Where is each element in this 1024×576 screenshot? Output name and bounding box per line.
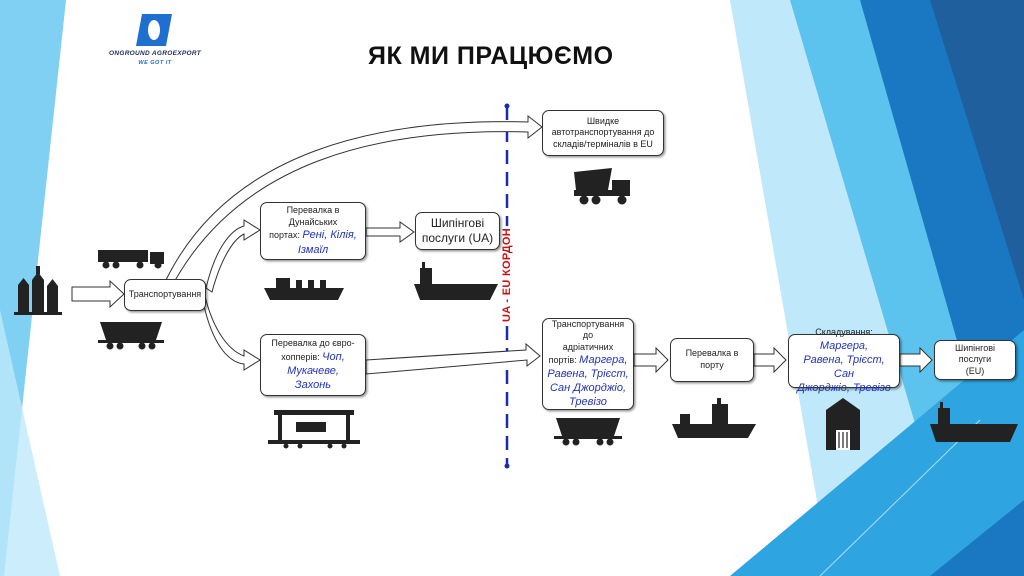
arrow-to-danube — [205, 219, 261, 293]
arrow-storage-to-shipping-eu — [899, 346, 933, 374]
box-port-line2: порту — [700, 360, 724, 370]
border-bottom-dot — [504, 463, 510, 469]
border-label-text: UA - EU КОРДОН — [501, 225, 513, 325]
box-shipping-ua-line1: Шипінгові — [430, 215, 485, 230]
flow-arrows — [71, 114, 933, 375]
box-euro-city-3: Захонь — [294, 378, 332, 391]
box-shipping-ua-line2: послуги (UA) — [421, 231, 494, 245]
box-danube-line1: Перевалка в — [286, 205, 340, 216]
box-storage: Складування: Маргера, Равена, Трієст, Са… — [788, 327, 900, 394]
cargo-ship-ua-icon — [414, 262, 498, 300]
box-danube-line2: Дунайських — [288, 216, 338, 227]
company-logo: ONGROUND AGROEXPORT WE GOT IT — [100, 8, 210, 66]
right-decoration — [730, 0, 1024, 576]
box-port-line1: Перевалка в — [685, 348, 739, 359]
box-shipping-ua: Шипінгові послуги (UA) — [415, 212, 500, 250]
box-storage-prefix: Складування: — [815, 327, 873, 338]
box-fast-truck-line1: Швидке — [586, 115, 620, 126]
arrow-adriatic-to-port — [633, 346, 669, 374]
arrow-danube-to-shipping-ua — [365, 221, 415, 243]
box-euro-city-2: Мукачеве, — [287, 364, 339, 377]
company-tagline: WE GOT IT — [138, 60, 172, 66]
border-top-dot — [504, 103, 510, 109]
arrow-to-euro-hoppers — [203, 298, 261, 371]
cargo-ship-eu-icon — [930, 402, 1018, 442]
box-transport: Транспортування — [124, 279, 206, 311]
box-port-transshipment: Перевалка в порту — [670, 338, 754, 382]
box-danube-line3-prefix: портах: — [269, 230, 303, 241]
box-adriatic-line1: Транспортування до — [551, 318, 625, 341]
box-euro-city-1: Чоп, — [322, 350, 345, 363]
box-adriatic-port-3: Сан Джорджіо, — [549, 382, 627, 395]
box-euro-hoppers: Перевалка до євро- хопперів: Чоп, Мукаче… — [260, 334, 366, 396]
box-fast-truck-transport: Швидке автотранспортування до складів/те… — [542, 110, 664, 156]
grain-truck-icon — [98, 250, 164, 269]
box-adriatic-port-4: Тревізо — [569, 396, 607, 409]
box-fast-truck-line2: автотранспортування до — [551, 127, 655, 138]
box-adriatic-port-2: Равена, Трієст, — [547, 368, 629, 381]
arrow-port-to-storage — [753, 346, 787, 374]
box-storage-port-2: Равена, Трієст, Сан — [803, 353, 885, 380]
arrow-silo-to-transport — [71, 279, 125, 309]
box-adriatic-port-1: Маргера, — [579, 354, 628, 367]
river-vessel-icon — [264, 278, 344, 300]
box-danube-transshipment: Перевалка в Дунайських портах: Рені, Кіл… — [260, 202, 366, 260]
box-storage-port-1: Маргера, — [819, 339, 869, 352]
arrow-euro-to-adriatic — [365, 342, 541, 375]
dump-truck-icon — [574, 168, 630, 205]
box-shipping-eu-line2: (EU) — [965, 365, 985, 376]
grain-silo-icon — [14, 266, 62, 315]
box-danube-ports-2: Ізмаїл — [297, 243, 329, 256]
box-adriatic-line3-prefix: портів: — [548, 355, 580, 366]
box-storage-port-3: Джорджіо, Тревізо — [797, 381, 891, 394]
box-adriatic-transport: Транспортування до адріатичних портів: М… — [542, 318, 634, 410]
company-name: ONGROUND AGROEXPORT — [108, 50, 201, 57]
box-fast-truck-line3: складів/терміналів в EU — [553, 138, 653, 149]
euro-hopper-railcar-icon — [554, 418, 622, 446]
warehouse-icon — [826, 398, 860, 450]
box-transport-text: Транспортування — [128, 289, 202, 300]
box-shipping-eu-line1: Шипінгові послуги — [955, 342, 995, 365]
box-danube-ports-1: Рені, Кілія, — [302, 229, 357, 242]
box-adriatic-line2: адріатичних — [562, 341, 614, 352]
box-euro-line2-prefix: хопперів: — [281, 351, 323, 362]
hopper-railcar-icon — [98, 322, 164, 350]
box-shipping-eu: Шипінгові послуги (EU) — [934, 340, 1016, 380]
logo-mark — [136, 14, 172, 46]
transshipment-terminal-icon — [268, 410, 360, 449]
page-title: ЯК МИ ПРАЦЮЄМО — [368, 42, 614, 70]
box-euro-line1: Перевалка до євро- — [271, 338, 355, 349]
port-vessel-icon — [672, 398, 756, 438]
